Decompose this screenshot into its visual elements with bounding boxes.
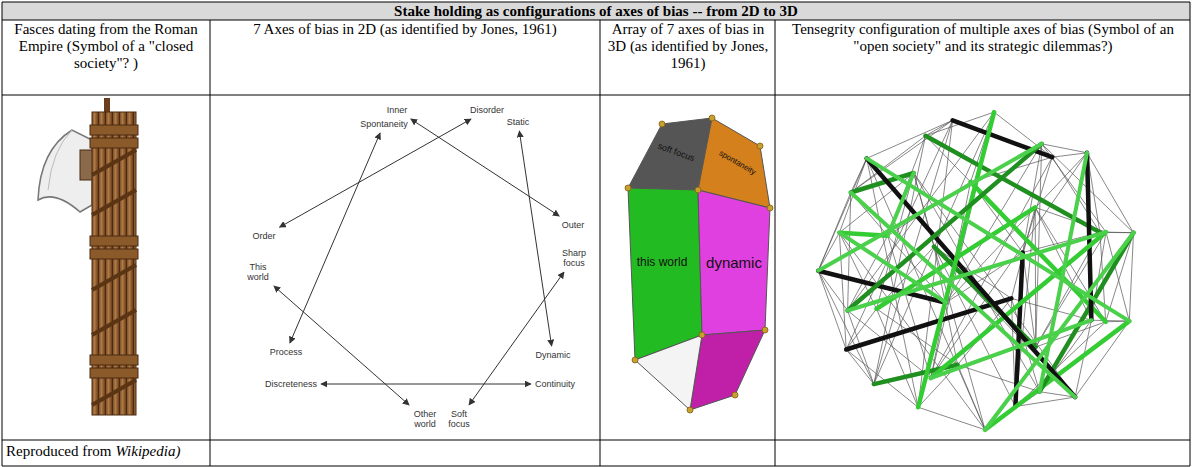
tensegrity-strut — [931, 320, 1092, 378]
axis-label: Discreteness — [265, 379, 317, 389]
tensegrity-strut — [953, 120, 1053, 157]
tensegrity-cable — [867, 158, 985, 429]
title-band — [2, 2, 1190, 20]
header-cell: Array of 7 axes of bias in 3D (as identi… — [603, 21, 773, 72]
tensegrity-strut — [839, 233, 946, 303]
tensegrity-strut — [818, 144, 1041, 271]
axis-label: Outer — [562, 220, 585, 230]
axis-label: Other world — [409, 409, 441, 429]
tensegrity-cable — [839, 233, 846, 350]
header-cell: 7 Axes of bias in 2D (as identified by J… — [214, 21, 596, 38]
axis-label: Order — [252, 231, 275, 241]
tensegrity-strut — [985, 233, 1133, 430]
header-cell: Tensegrity configuration of multiple axe… — [780, 21, 1186, 55]
tensegrity-cable — [1075, 321, 1129, 397]
tensegrity-cable — [818, 271, 874, 384]
axis-pole: Disorder — [469, 104, 505, 116]
axis-label: Continuity — [535, 379, 575, 389]
tensegrity-cable — [1015, 322, 1105, 407]
tensegrity-cable — [994, 112, 1052, 157]
table-title: Stake holding as configurations of axes … — [4, 2, 1188, 20]
axis-pole: Order — [251, 230, 276, 242]
face-label: dynamic — [706, 254, 762, 271]
axis-pole: Spontaneity — [359, 118, 409, 130]
axis-label: Disorder — [470, 105, 504, 115]
tensegrity-strut — [867, 158, 1130, 321]
axis-arrow — [280, 119, 472, 227]
face-label: this world — [637, 255, 688, 269]
axis-label: Static — [507, 117, 530, 127]
tensegrity-strut — [1040, 153, 1087, 392]
source-link: Wikipedia) — [115, 443, 180, 459]
axis-label: Spontaneity — [360, 119, 408, 129]
axis-label: Sharp focus — [557, 248, 591, 268]
tensegrity-cable — [1091, 320, 1129, 322]
tensegrity-cable — [946, 144, 1042, 303]
tensegrity-strut — [846, 298, 1011, 349]
tensegrity-cable — [818, 158, 867, 270]
tensegrity-cable — [1106, 232, 1134, 234]
tensegrity-strut — [888, 173, 914, 236]
axis-pole: This world — [241, 261, 275, 283]
axis-pole: Inner — [386, 104, 409, 116]
axis-label: Process — [270, 347, 303, 357]
tensegrity-cable — [1129, 233, 1133, 321]
axis-arrow — [321, 384, 531, 385]
tensegrity-cable — [1052, 153, 1087, 157]
axis-pole: Outer — [561, 219, 586, 231]
source-text: Reproduced from — [6, 443, 111, 459]
axis-pole: Soft focus — [443, 408, 475, 430]
axis-label: Soft focus — [444, 409, 474, 429]
axis-label: Inner — [387, 105, 408, 115]
axis-pole: Static — [506, 116, 531, 128]
axis-arrow — [519, 131, 551, 346]
axis-pole: Process — [269, 346, 304, 358]
tensegrity-strut — [848, 144, 1042, 311]
source-note: Reproduced fromWikipedia) — [6, 443, 180, 460]
axis-label: This world — [242, 262, 274, 282]
tensegrity-cable — [867, 120, 953, 158]
tensegrity-cable — [1087, 153, 1134, 233]
header-cell: Fasces dating from the Roman Empire (Sym… — [4, 21, 208, 72]
axis-arrow — [411, 119, 559, 216]
tensegrity-cable — [846, 350, 874, 385]
axis-label: Dynamic — [535, 350, 570, 360]
axis-pole: Dynamic — [534, 349, 571, 361]
axis-pole: Continuity — [534, 378, 576, 390]
axis-pole: Other world — [408, 408, 442, 430]
tensegrity-strut — [851, 193, 1075, 398]
tensegrity-strut — [918, 112, 994, 407]
tensegrity-cable — [1042, 144, 1087, 153]
axis-pole: Discreteness — [264, 378, 318, 390]
tensegrity-cable — [958, 365, 1040, 392]
axis-pole: Sharp focus — [556, 247, 592, 269]
tensegrity-cable — [918, 407, 985, 430]
